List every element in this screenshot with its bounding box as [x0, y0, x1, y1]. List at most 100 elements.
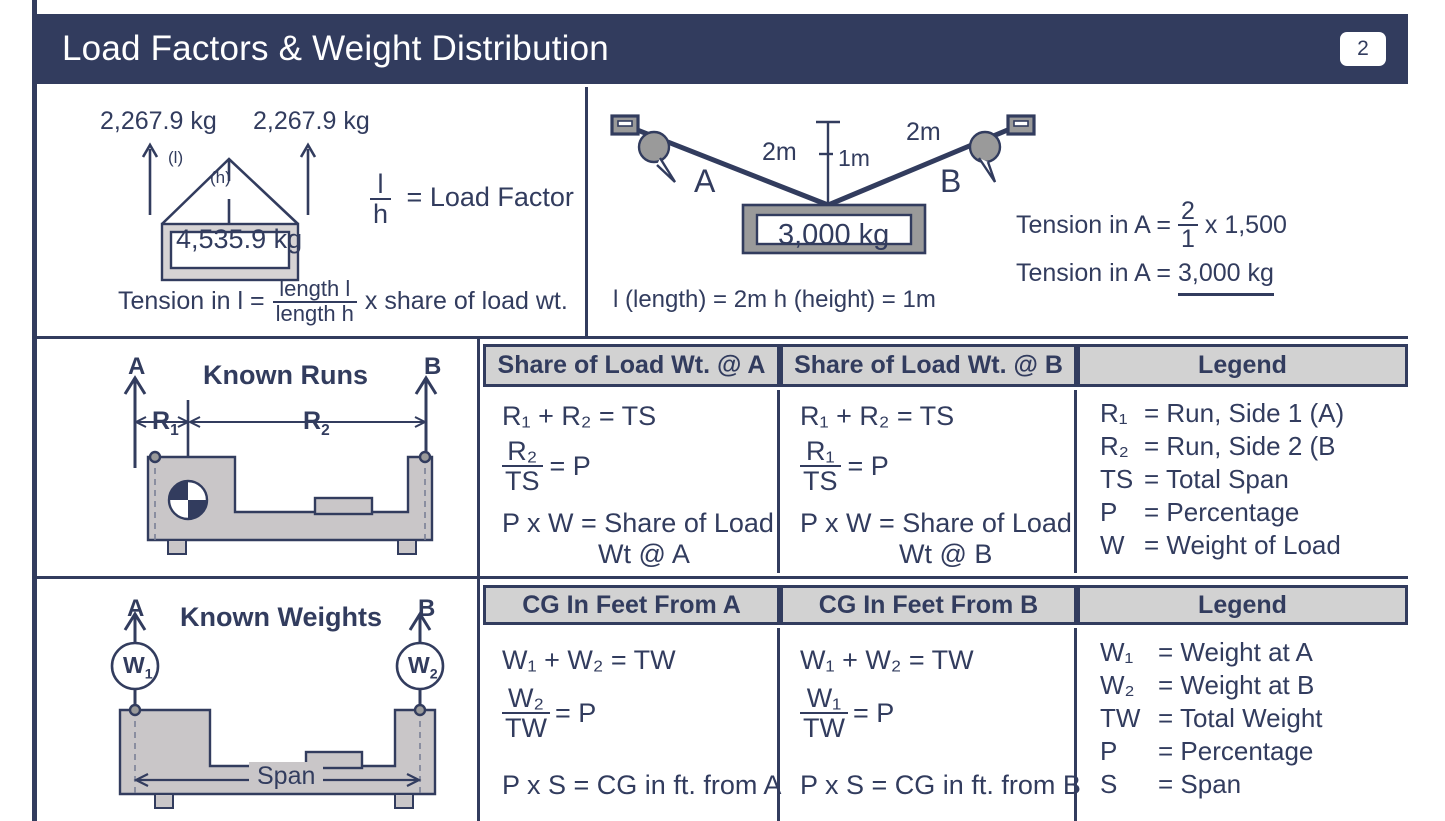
tension-a-calc: Tension in A = 2 1 x 1,500 — [1016, 198, 1287, 252]
weights-b-fraction: W₁ TW = P — [800, 684, 894, 742]
leg-weight-left-label: 2,267.9 kg — [100, 107, 217, 135]
page-number-badge: 2 — [1340, 32, 1386, 66]
legend-definition: = Percentage — [1158, 736, 1314, 766]
table-runs-header-a: Share of Load Wt. @ A — [483, 344, 780, 387]
table-runs-col-divider-2 — [1074, 390, 1077, 573]
legend-symbol: R₁ — [1100, 398, 1128, 428]
tension-a-calc-suffix: x 1,500 — [1204, 210, 1287, 239]
label-l: (l) — [168, 148, 184, 167]
tension-a-calc-prefix: Tension in A = — [1016, 210, 1171, 239]
runs-b-line3: P x W = Share of Load — [800, 508, 1072, 538]
known-runs-diagram — [110, 352, 470, 567]
left-spine-accent — [32, 0, 37, 821]
legend-definition: = Weight at B — [1158, 670, 1315, 700]
tension-denominator: length h — [272, 300, 357, 326]
legend-item: P = Percentage — [1100, 497, 1344, 528]
runs-a-line3b: Wt @ A — [598, 539, 690, 569]
table-weights-col-divider-1 — [777, 628, 780, 821]
tension-formula-l: Tension in l = length l length h x share… — [118, 276, 568, 326]
weights-a-frac-num: W₂ — [508, 683, 544, 713]
weights-a-line1: W₁ + W₂ = TW — [502, 645, 676, 675]
known-weights-point-a: A — [127, 595, 145, 622]
known-runs-point-a: A — [128, 353, 146, 380]
legend-definition: = Percentage — [1144, 497, 1300, 527]
weight-2-subscript: 2 — [429, 666, 438, 683]
known-runs-title: Known Runs — [203, 360, 368, 390]
legend-item: R₂ = Run, Side 2 (B — [1100, 431, 1344, 462]
run-2-symbol: R — [303, 407, 322, 435]
weights-b-frac-den: TW — [800, 712, 848, 742]
weight-2-symbol: W — [408, 652, 430, 678]
tension-numerator: length l — [279, 276, 351, 301]
divider-top-panels — [585, 87, 588, 336]
runs-b-fraction: R₁ TS = P — [800, 437, 889, 495]
legend-symbol: R₂ — [1100, 431, 1129, 461]
legend-symbol: TW — [1100, 703, 1141, 733]
legend-item: P = Percentage — [1100, 736, 1323, 767]
tension-a-denominator: 1 — [1177, 224, 1198, 252]
sling-load-weight: 3,000 kg — [778, 219, 890, 251]
load-factor-diagram — [140, 135, 470, 300]
run-2-label: R2 — [303, 407, 330, 440]
table-weights-header-legend: Legend — [1077, 585, 1408, 625]
weights-b-frac-eq: = P — [852, 697, 895, 728]
weights-b-line3: P x S = CG in ft. from B — [800, 770, 1081, 800]
weights-a-frac-eq: = P — [554, 697, 597, 728]
sling-diagram — [600, 110, 1050, 260]
weight-1-label: W1 — [123, 652, 153, 683]
legend-symbol: W₂ — [1100, 670, 1135, 700]
run-1-label: R1 — [152, 407, 179, 440]
runs-a-frac-num: R₂ — [507, 436, 538, 466]
weights-a-frac-den: TW — [502, 712, 550, 742]
sling-leg-b-label: B — [940, 163, 962, 199]
weight-1-symbol: W — [123, 652, 145, 678]
table-runs-header-b: Share of Load Wt. @ B — [780, 344, 1077, 387]
known-weights-title: Known Weights — [180, 602, 382, 632]
tension-a-result-value: 3,000 kg — [1177, 259, 1274, 296]
legend-definition: = Total Weight — [1158, 703, 1323, 733]
run-2-subscript: 2 — [321, 422, 330, 439]
legend-definition: = Weight at A — [1158, 637, 1313, 667]
load-factor-text: = Load Factor — [406, 182, 574, 213]
legend-definition: = Span — [1158, 769, 1242, 799]
load-block-weight: 4,535.9 kg — [176, 224, 303, 254]
runs-b-line1: R₁ + R₂ = TS — [800, 401, 955, 431]
divider-row1 — [37, 336, 1408, 339]
table-runs-legend: R₁ = Run, Side 1 (A) R₂ = Run, Side 2 (B… — [1100, 398, 1344, 561]
legend-item: S = Span — [1100, 769, 1323, 800]
label-h: (h) — [210, 168, 231, 187]
table-weights-col-divider-2 — [1074, 628, 1077, 821]
legend-definition: = Run, Side 2 (B — [1144, 431, 1336, 461]
load-factor-equation: l h = Load Factor — [370, 170, 574, 228]
sling-given-values: l (length) = 2m h (height) = 1m — [613, 286, 936, 313]
divider-row2 — [37, 576, 1408, 579]
table-runs-header-legend: Legend — [1077, 344, 1408, 387]
table-runs-col-divider-1 — [777, 390, 780, 573]
tension-prefix: Tension in l = — [118, 287, 265, 316]
tension-a-numerator: 2 — [1180, 197, 1195, 225]
run-1-subscript: 1 — [170, 422, 179, 439]
sling-dim-height: 1m — [838, 145, 870, 171]
legend-definition: = Weight of Load — [1144, 530, 1341, 560]
weight-1-subscript: 1 — [144, 666, 153, 683]
legend-item: W = Weight of Load — [1100, 530, 1344, 561]
page-header: Load Factors & Weight Distribution 2 — [37, 14, 1408, 84]
legend-item: TW = Total Weight — [1100, 703, 1323, 734]
legend-symbol: P — [1100, 497, 1118, 527]
table-weights-header-a: CG In Feet From A — [483, 585, 780, 625]
legend-item: W₂ = Weight at B — [1100, 670, 1323, 701]
legend-symbol: TS — [1100, 464, 1134, 494]
load-factor-denominator: h — [370, 198, 392, 228]
runs-a-line1: R₁ + R₂ = TS — [502, 401, 657, 431]
legend-symbol: S — [1100, 769, 1118, 799]
tension-a-result-prefix: Tension in A = — [1016, 259, 1171, 287]
leg-weight-right-label: 2,267.9 kg — [253, 107, 370, 135]
weights-a-fraction: W₂ TW = P — [502, 684, 596, 742]
runs-b-frac-den: TS — [800, 465, 841, 495]
load-factor-numerator: l — [377, 169, 384, 199]
legend-item: TS = Total Span — [1100, 464, 1344, 495]
known-runs-point-b: B — [424, 353, 442, 380]
legend-item: R₁ = Run, Side 1 (A) — [1100, 398, 1344, 429]
legend-symbol: W₁ — [1100, 637, 1134, 667]
table-weights-legend: W₁ = Weight at A W₂ = Weight at B TW = T… — [1100, 637, 1323, 800]
